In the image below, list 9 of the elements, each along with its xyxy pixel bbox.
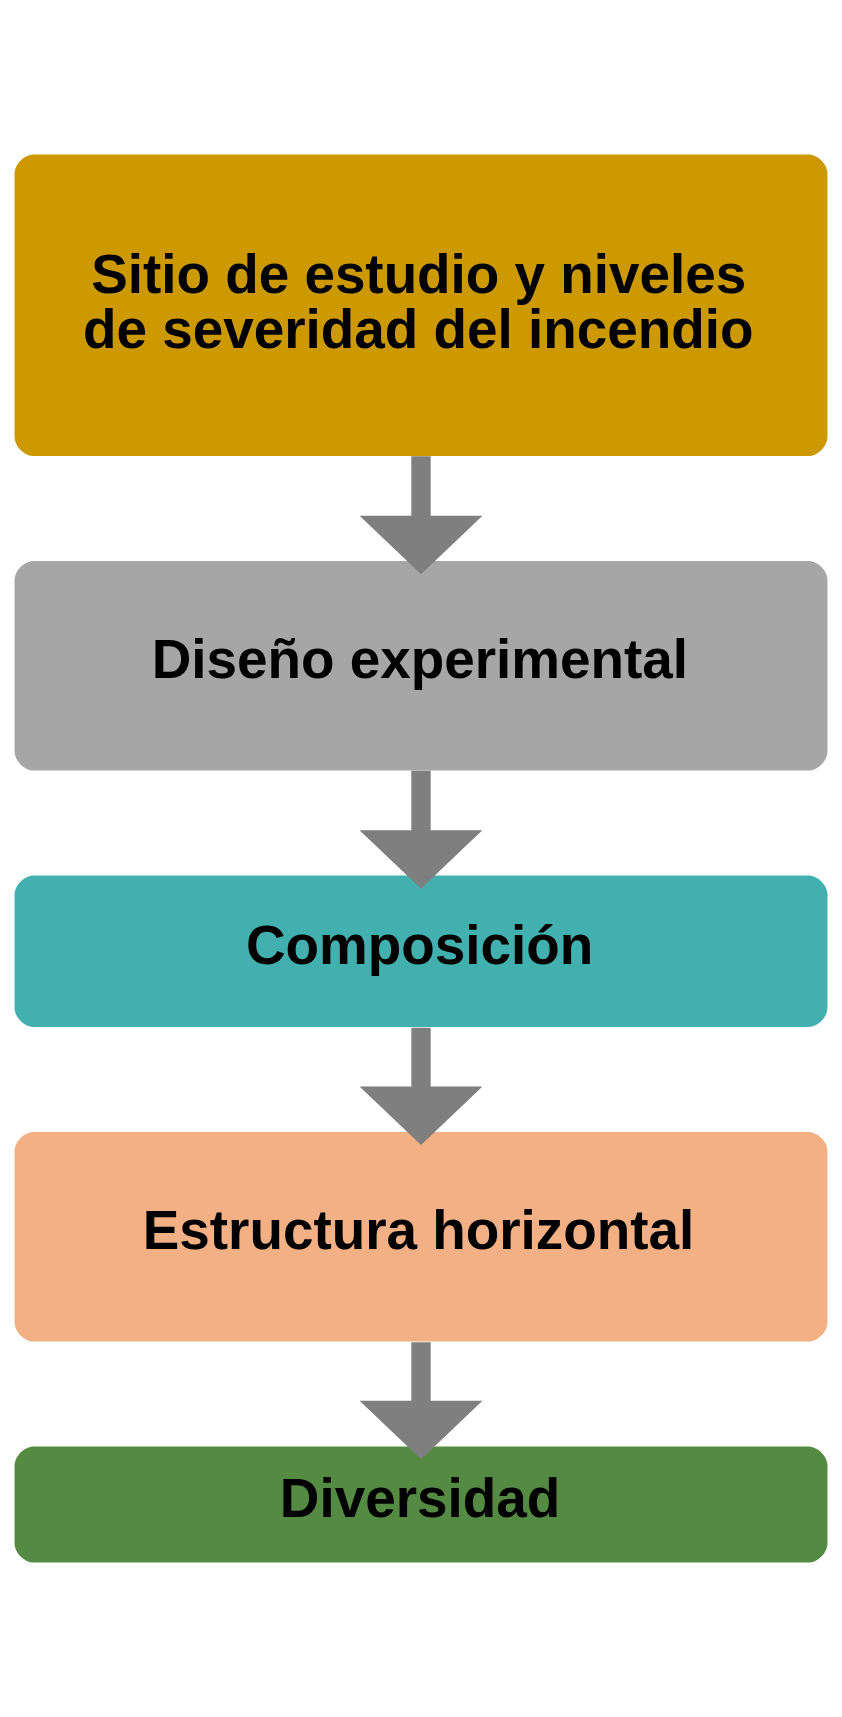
arrow bbox=[359, 770, 483, 889]
arrow bbox=[359, 1342, 483, 1460]
node-box: Diversidad bbox=[14, 1446, 828, 1563]
node-box: Estructura horizontal bbox=[14, 1131, 828, 1342]
arrow bbox=[359, 456, 483, 575]
arrow bbox=[359, 1027, 483, 1146]
node-box: Diseño experimental bbox=[14, 560, 828, 771]
node-box: Sitio de estudio y niveles de severidad del incendio bbox=[14, 154, 828, 457]
node-box: Composición bbox=[14, 875, 828, 1028]
